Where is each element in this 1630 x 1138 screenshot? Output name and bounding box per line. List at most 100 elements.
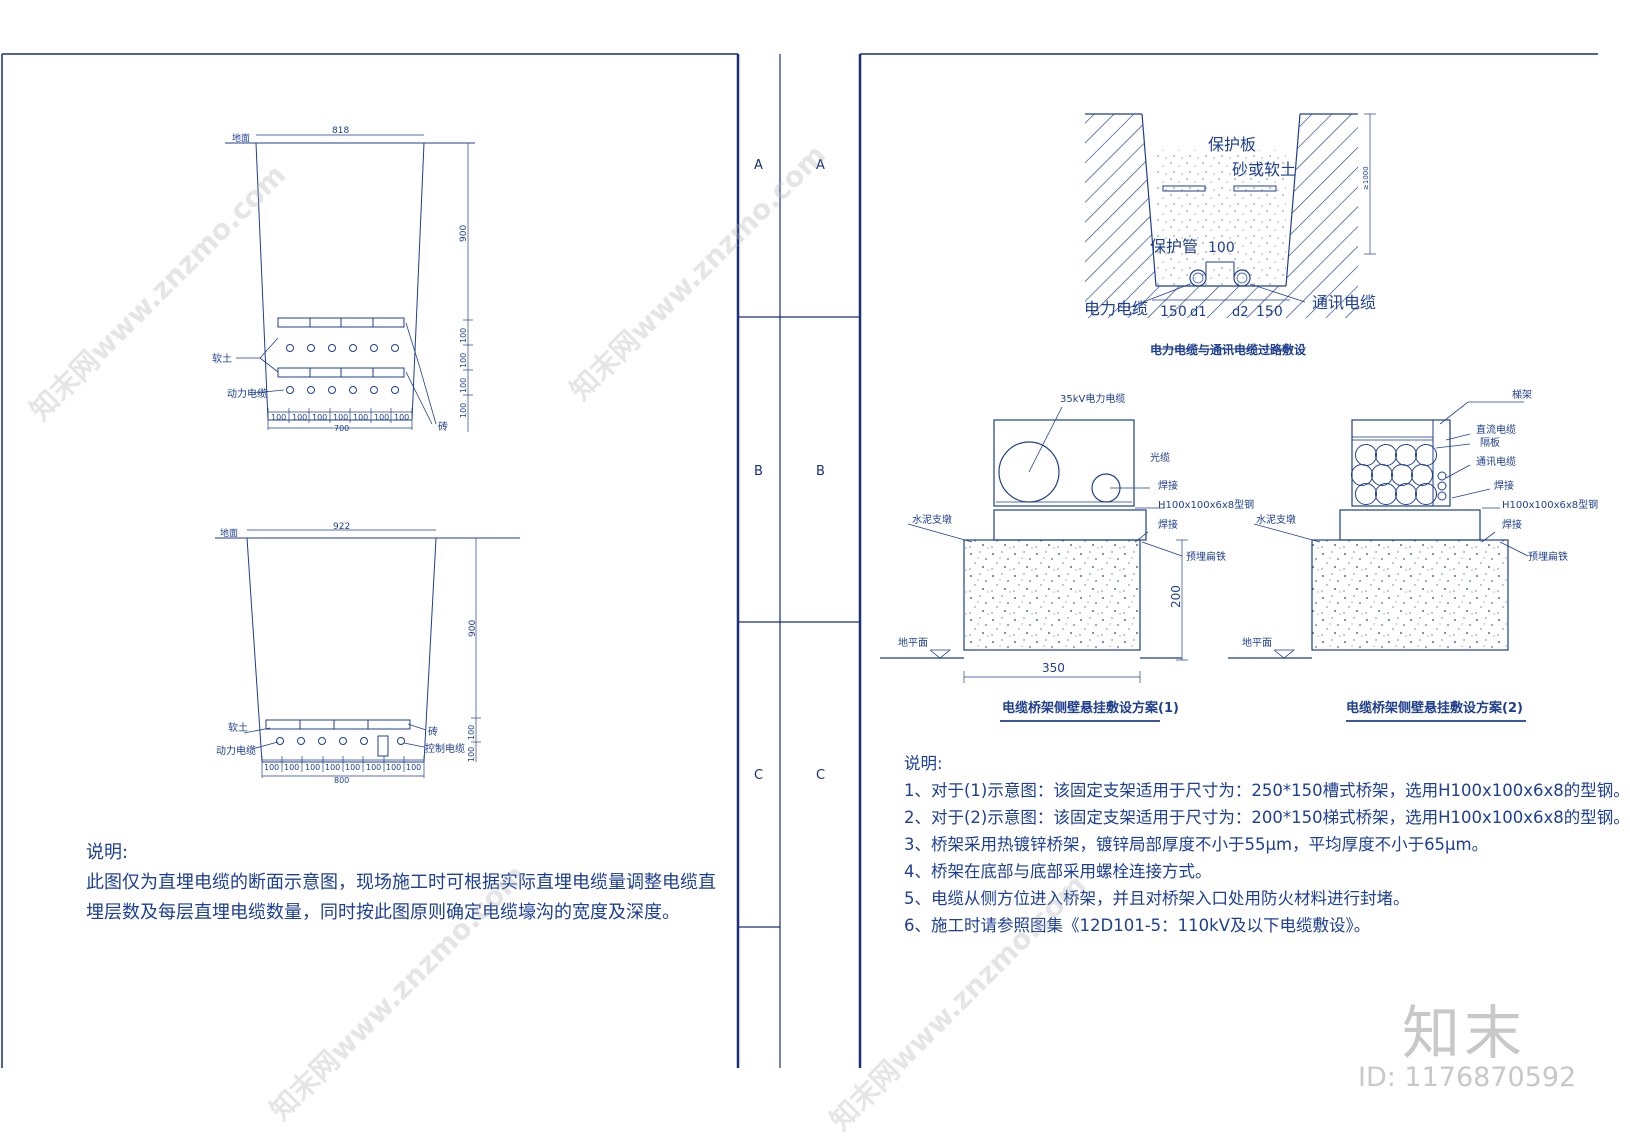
row-label-c-right: C <box>816 768 825 783</box>
trench-2-top-width: 922 <box>333 522 350 532</box>
scheme-1-optical: 光缆 <box>1150 451 1170 464</box>
trench-1-cell-dim: 100 <box>271 413 286 422</box>
trench-2-cell-dim: 100 <box>325 763 340 772</box>
scheme-1-weld-1: 焊接 <box>1158 479 1178 492</box>
trench-1-soft-soil: 软土 <box>212 352 232 365</box>
scheme-2-steel: H100x100x6x8型钢 <box>1502 498 1598 511</box>
trench-2-layer-dim: 100 <box>467 747 476 762</box>
crossing-power-cable: 电力电缆 <box>1084 299 1148 318</box>
trench-1-cell-dim: 100 <box>292 413 307 422</box>
scheme-1-width: 350 <box>1042 661 1065 675</box>
right-notes-line: 5、电缆从侧方位进入桥架，并且对桥架入口处用防火材料进行封堵。 <box>904 889 1410 908</box>
scheme-1-steel: H100x100x6x8型钢 <box>1158 498 1254 511</box>
trench-2-cell-dim: 100 <box>406 763 421 772</box>
trench-2-brick: 砖 <box>428 725 438 738</box>
watermark-brand: 知末 <box>1402 999 1527 1067</box>
trench-1-layer-dim: 100 <box>459 403 468 418</box>
crossing-sand: 砂或软土 <box>1232 160 1296 179</box>
trench-1-cell-dim: 100 <box>333 413 348 422</box>
trench-1-power-cable: 动力电缆 <box>227 387 267 400</box>
left-notes-line: 此图仅为直埋电缆的断面示意图，现场施工时可根据实际直埋电缆量调整电缆直 <box>86 872 716 893</box>
left-notes: 说明: 此图仅为直埋电缆的断面示意图，现场施工时可根据实际直埋电缆量调整电缆直 … <box>86 838 716 928</box>
scheme-2-comm-cable: 通讯电缆 <box>1476 455 1516 468</box>
scheme-2-weld-1: 焊接 <box>1494 479 1514 492</box>
right-notes-line: 2、对于(2)示意图：该固定支架适用于尺寸为：200*150梯式桥架，选用H10… <box>904 808 1630 827</box>
trench-2-cell-dim: 100 <box>345 763 360 772</box>
row-label-a-left: A <box>754 158 763 173</box>
trench-2-bottom-width: 800 <box>334 776 349 785</box>
scheme-2-dc-cable: 直流电缆 <box>1476 423 1516 436</box>
trench-2-layer-dim: 100 <box>467 725 476 740</box>
trench-1-bottom-width: 700 <box>334 424 349 433</box>
scheme-2-title: 电缆桥架侧壁悬挂敷设方案(2) <box>1346 700 1523 716</box>
scheme-2-cement-pier: 水泥支墩 <box>1256 513 1296 526</box>
trench-1-cell-dim: 100 <box>312 413 327 422</box>
scheme-1-ground: 地平面 <box>898 636 928 649</box>
right-notes-title: 说明: <box>904 754 943 773</box>
crossing-dim-150-right: 150 <box>1256 304 1283 320</box>
trench-2-cell-dim: 100 <box>366 763 381 772</box>
trench-1-cell-dim: 100 <box>353 413 368 422</box>
right-notes-line: 4、桥架在底部与底部采用螺栓连接方式。 <box>904 862 1212 881</box>
trench-1-layer-dim: 100 <box>459 378 468 393</box>
scheme-1-cement-pier: 水泥支墩 <box>912 513 952 526</box>
row-label-c-left: C <box>754 768 763 783</box>
crossing-d2: d2 <box>1232 305 1249 320</box>
crossing-title: 电力电缆与通讯电缆过路敷设 <box>1150 342 1307 357</box>
drawing-frame <box>1 53 1598 1068</box>
trench-1-depth: 900 <box>459 225 469 242</box>
scheme-1-height: 200 <box>1169 585 1183 608</box>
crossing-dim-150-left: 150 <box>1160 304 1187 320</box>
crossing-depth: ≥1000 <box>1362 166 1370 190</box>
scheme-2-weld-2: 焊接 <box>1502 518 1522 531</box>
trench-1-ground: 地面 <box>232 132 250 144</box>
scheme-2-embedded: 预埋扁铁 <box>1528 550 1568 563</box>
row-label-a-right: A <box>816 158 825 173</box>
scheme-2-ground: 地平面 <box>1242 636 1272 649</box>
crossing-protect-plate: 保护板 <box>1208 135 1256 154</box>
scheme-1 <box>880 406 1188 722</box>
scheme-1-embedded: 预埋扁铁 <box>1186 550 1226 563</box>
right-notes-line: 3、桥架采用热镀锌桥架，镀锌局部厚度不小于55μm，平均厚度不小于65μm。 <box>904 835 1489 854</box>
trench-1-cell-dim: 100 <box>374 413 389 422</box>
trench-2-labels: 地面 922 900 100 100 100 100 100 100 100 1… <box>216 522 478 785</box>
right-notes-line: 1、对于(1)示意图：该固定支架适用于尺寸为：250*150槽式桥架，选用H10… <box>904 781 1630 800</box>
scheme-1-labels: 35kV电力电缆 光缆 焊接 H100x100x6x8型钢 焊接 水泥支墩 预埋… <box>898 392 1254 716</box>
crossing-detail <box>1085 113 1376 350</box>
cad-drawing: A A B B C C 地面 8 <box>1 53 1598 1068</box>
trench-1-brick: 砖 <box>438 420 448 433</box>
trench-2-soft-soil: 软土 <box>228 721 248 734</box>
trench-2-cell-dim: 100 <box>284 763 299 772</box>
left-notes-line: 埋层数及每层直埋电缆数量，同时按此图原则确定电缆壕沟的宽度及深度。 <box>86 902 680 923</box>
trench-1-cell-dim: 100 <box>394 413 409 422</box>
trench-2-power-cable: 动力电缆 <box>216 744 256 757</box>
left-notes-title: 说明: <box>86 842 129 863</box>
dc-cable-bundle <box>1351 444 1447 505</box>
trench-2-cell-dim: 100 <box>305 763 320 772</box>
crossing-protect-pipe: 保护管 <box>1150 237 1198 256</box>
scheme-2-labels: 梯架 直流电缆 隔板 通讯电缆 焊接 H100x100x6x8型钢 焊接 水泥支… <box>1242 388 1598 716</box>
row-labels: A A B B C C <box>754 158 825 783</box>
trench-section-2 <box>215 529 520 778</box>
scheme-1-weld-2: 焊接 <box>1158 518 1178 531</box>
trench-1-layer-dim: 100 <box>459 353 468 368</box>
scheme-2 <box>1228 401 1529 722</box>
trench-1-top-width: 818 <box>332 126 349 136</box>
trench-2-depth: 900 <box>468 620 478 637</box>
crossing-comm-cable: 通讯电缆 <box>1312 293 1376 312</box>
scheme-1-title: 电缆桥架侧壁悬挂敷设方案(1) <box>1002 700 1179 716</box>
crossing-d1: d1 <box>1190 305 1207 320</box>
row-label-b-left: B <box>754 464 763 479</box>
trench-2-cell-dim: 100 <box>264 763 279 772</box>
trench-2-cell-dim: 100 <box>386 763 401 772</box>
watermark-id: ID: 1176870592 <box>1358 1062 1577 1093</box>
trench-1-labels: 地面 818 900 100 100 100 100 100 100 100 1… <box>212 126 469 433</box>
right-notes: 说明: 1、对于(1)示意图：该固定支架适用于尺寸为：250*150槽式桥架，选… <box>904 750 1630 939</box>
crossing-dim-100: 100 <box>1208 240 1235 256</box>
trench-section-1 <box>225 134 475 432</box>
right-notes-line: 6、施工时请参照图集《12D101-5：110kV及以下电缆敷设》。 <box>904 916 1371 935</box>
trench-1-layer-dim: 100 <box>459 328 468 343</box>
crossing-labels: 保护板 砂或软土 保护管 100 电力电缆 通讯电缆 150 d1 d2 150… <box>1084 135 1376 357</box>
scheme-2-partition: 隔板 <box>1480 436 1500 449</box>
scheme-2-ladder: 梯架 <box>1512 388 1532 401</box>
